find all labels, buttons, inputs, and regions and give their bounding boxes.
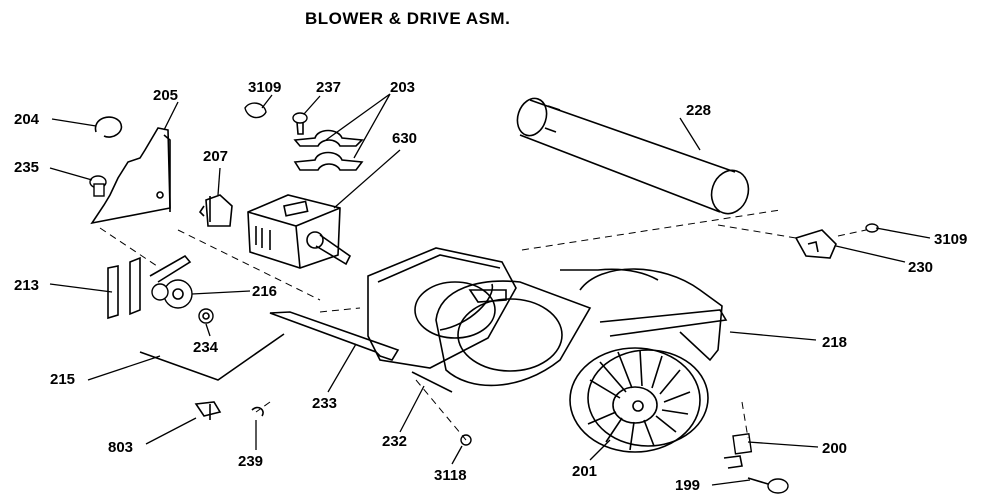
part-204-clip	[94, 116, 123, 138]
callout-216: 216	[252, 283, 277, 300]
callout-213: 213	[14, 277, 39, 294]
part-234-nut	[198, 308, 214, 324]
part-199-screw	[747, 477, 789, 494]
leader-lines	[49, 93, 931, 486]
part-235-push-pin	[89, 175, 107, 197]
callout-230: 230	[908, 259, 933, 276]
part-218-blower-housing	[367, 247, 728, 369]
callout-232: 232	[382, 433, 407, 450]
part-203-clamps	[293, 129, 364, 171]
callout-239: 239	[238, 453, 263, 470]
callout-235: 235	[14, 159, 39, 176]
callout-207: 207	[203, 148, 228, 165]
part-3109-clip-upper	[244, 102, 267, 119]
part-216-pulley	[151, 279, 193, 309]
part-233-belt	[269, 311, 400, 361]
part-630-motor	[247, 194, 352, 269]
callout-204: 204	[14, 111, 40, 128]
callout-234: 234	[193, 339, 219, 356]
callout-200: 200	[822, 440, 847, 457]
assembly-dashed-lines	[99, 209, 867, 441]
diagram-title: BLOWER & DRIVE ASM.	[305, 9, 510, 28]
part-215-spring-rod	[139, 333, 285, 381]
callout-215: 215	[50, 371, 75, 388]
callout-199: 199	[675, 477, 700, 494]
part-201-blower-wheel	[569, 347, 709, 453]
part-803-clip	[194, 401, 222, 420]
callout-3118: 3118	[434, 467, 467, 484]
callout-203: 203	[390, 79, 415, 96]
part-239-pin	[251, 406, 264, 417]
part-200-clip	[723, 432, 753, 469]
callout-3109-upper: 3109	[248, 79, 281, 96]
callout-803: 803	[108, 439, 133, 456]
part-232-rod	[411, 371, 453, 393]
part-205-bracket	[90, 127, 171, 225]
part-230-bracket	[794, 229, 837, 259]
part-207-switch	[198, 194, 233, 227]
part-237-screw	[292, 112, 308, 135]
part-213-idler-arm	[107, 254, 192, 320]
callout-630: 630	[392, 130, 417, 147]
callout-218: 218	[822, 334, 847, 351]
callout-233: 233	[312, 395, 337, 412]
part-228-duct	[516, 97, 750, 215]
part-232-front-shroud	[435, 280, 592, 387]
callout-237: 237	[316, 79, 341, 96]
callout-228: 228	[686, 102, 711, 119]
callout-3109-right: 3109	[934, 231, 967, 248]
callout-201: 201	[572, 463, 597, 480]
callout-205: 205	[153, 87, 178, 104]
